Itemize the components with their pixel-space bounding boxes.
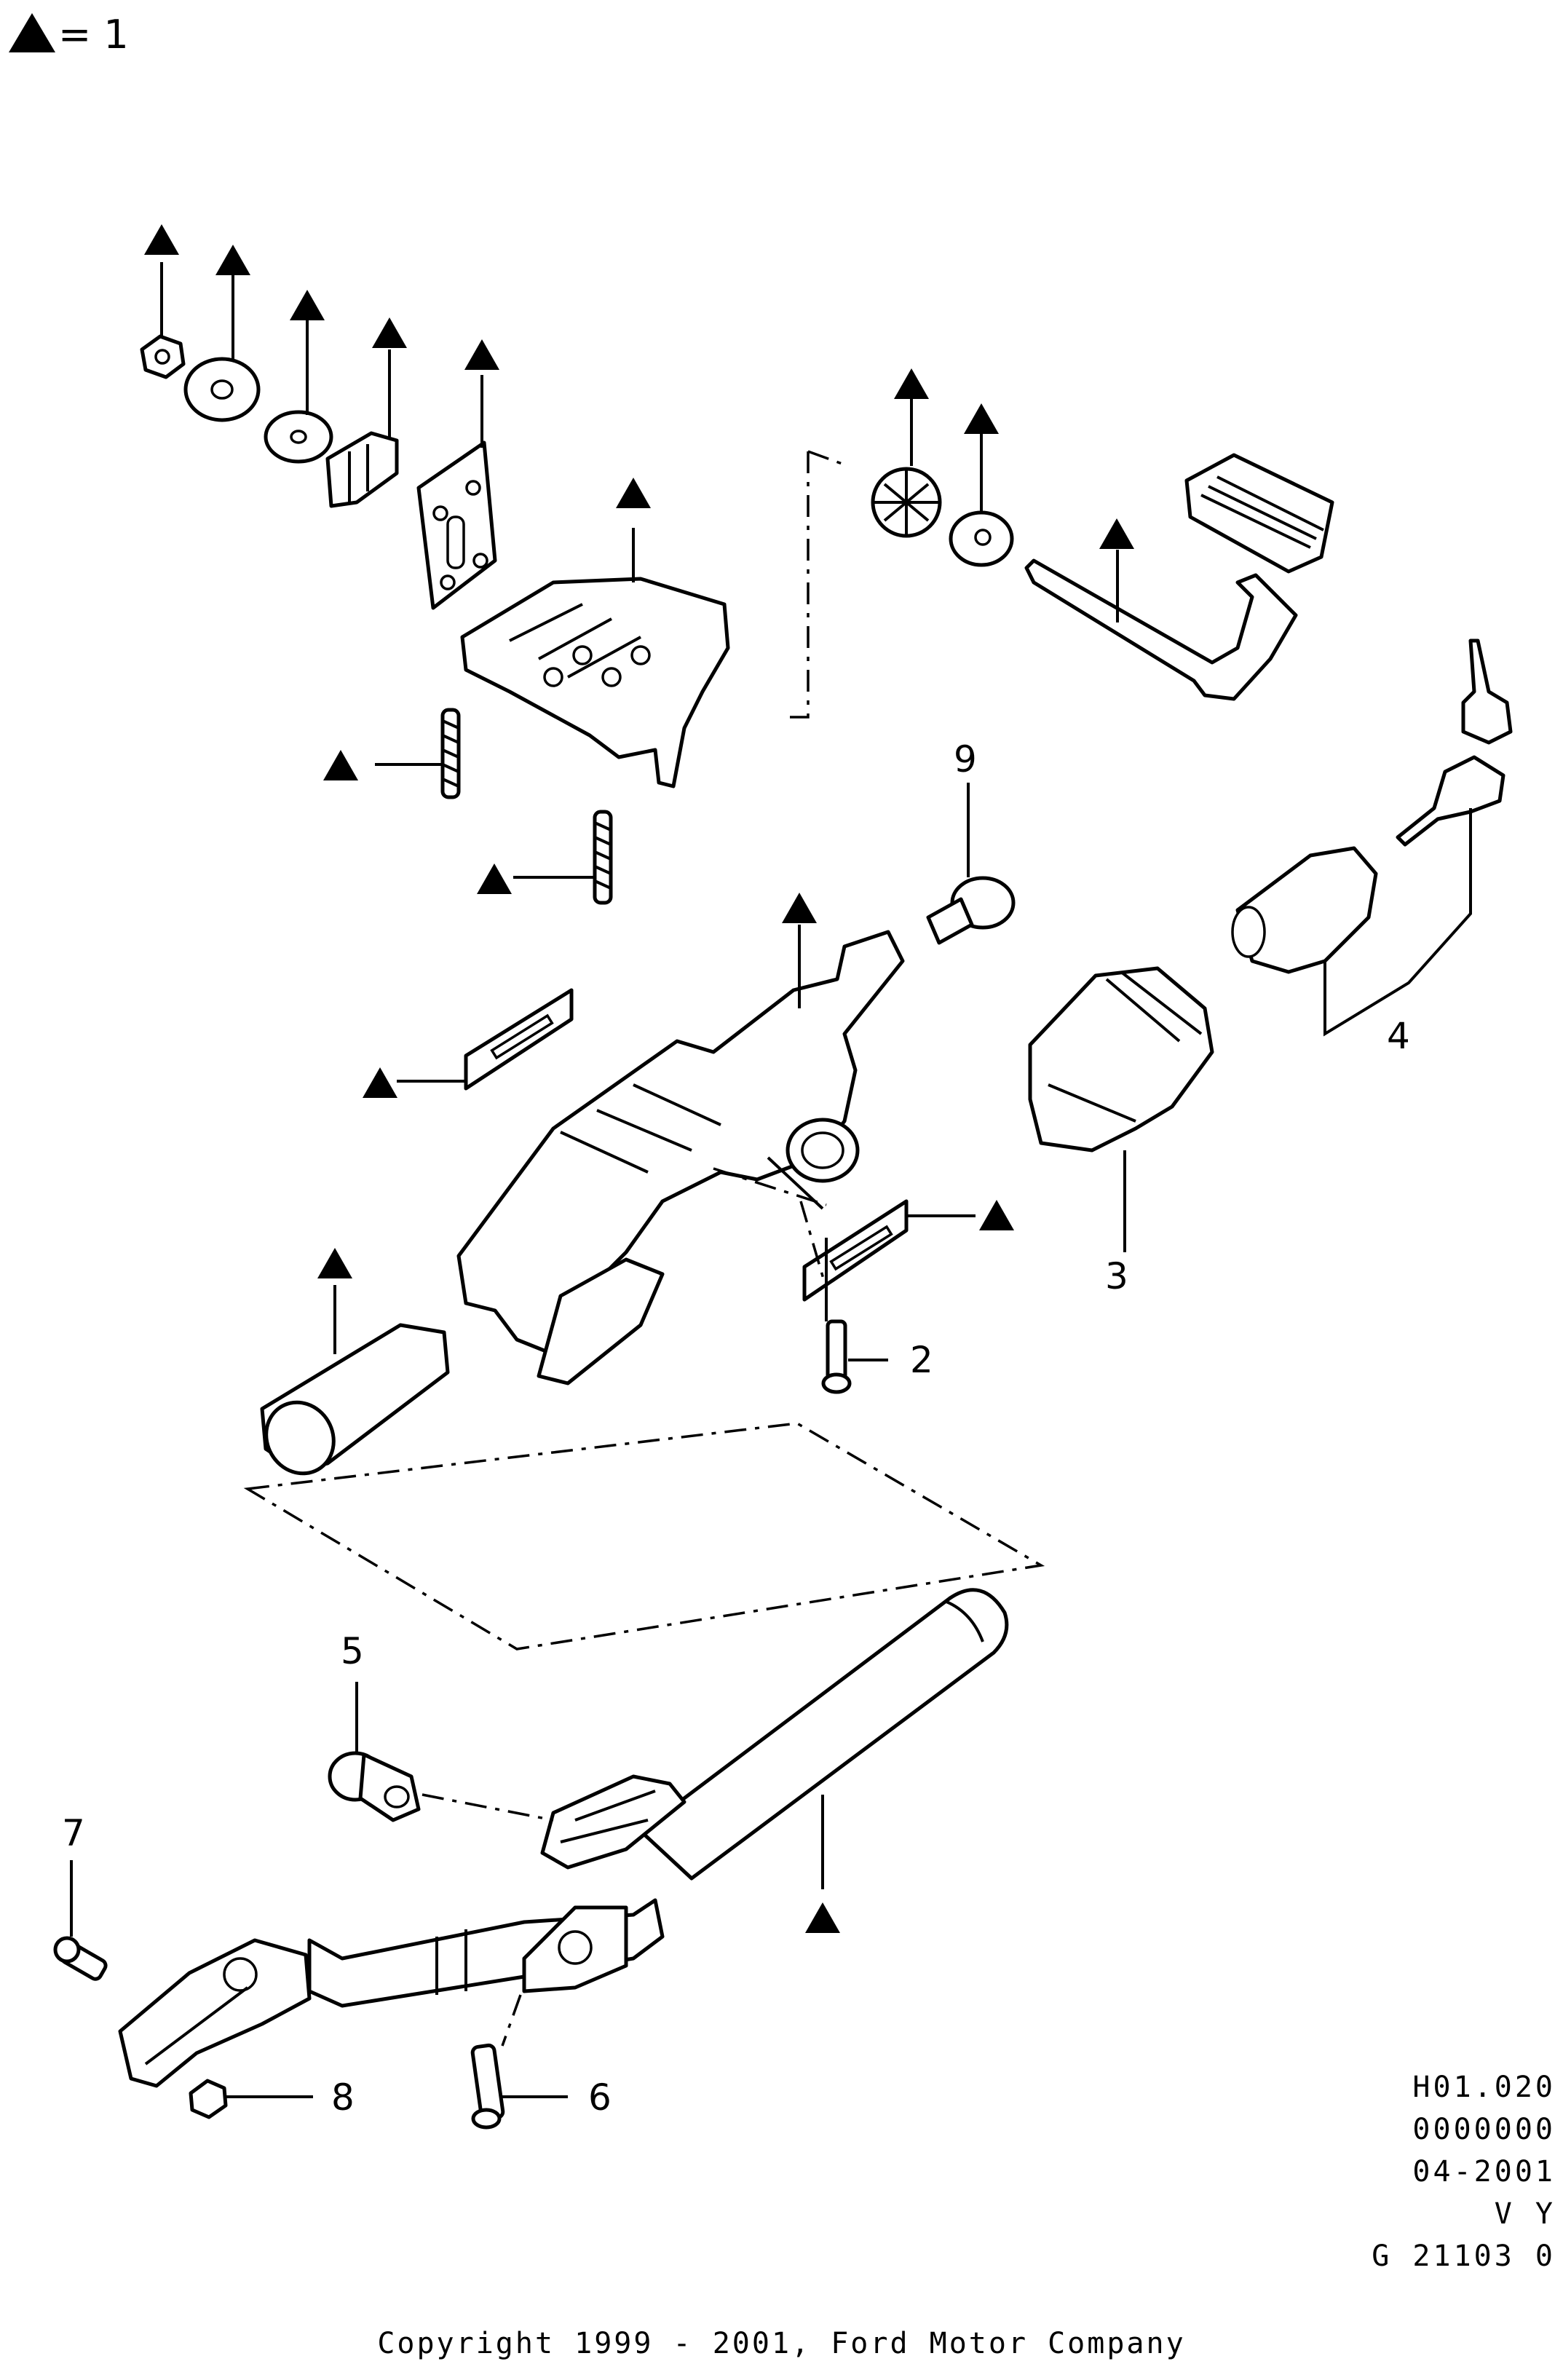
ignition-lock-group: 4 bbox=[1231, 639, 1513, 1057]
marker-triangle-icon bbox=[323, 750, 358, 780]
spring-lower-part bbox=[593, 810, 613, 905]
phantom-outline bbox=[243, 1422, 1045, 1650]
marker-triangle-icon bbox=[215, 245, 250, 275]
legend-triangle-icon bbox=[9, 13, 55, 52]
coupling-5-part bbox=[328, 1751, 421, 1822]
bracket-hardware-group bbox=[140, 262, 730, 905]
marker-triangle-icon bbox=[964, 403, 999, 434]
reference-drawing-id: G 21103 0 bbox=[1372, 2239, 1556, 2273]
marker-triangle-icon bbox=[477, 863, 512, 894]
lock-cylinder-part bbox=[1235, 846, 1378, 974]
callout-4-label: 4 bbox=[1387, 1015, 1410, 1057]
column-tube-part bbox=[638, 1588, 1009, 1881]
legend-markers bbox=[144, 224, 1134, 1933]
callout-8-label: 8 bbox=[331, 2076, 355, 2119]
reference-number: 0000000 bbox=[1412, 2113, 1556, 2146]
marker-triangle-icon bbox=[979, 1200, 1014, 1230]
marker-triangle-icon bbox=[363, 1067, 397, 1098]
ignition-switch-part bbox=[1028, 966, 1214, 1153]
column-bracket-part bbox=[460, 577, 730, 788]
marker-triangle-icon bbox=[616, 478, 651, 508]
reference-code: H01.020 bbox=[1412, 2071, 1556, 2104]
nut-8-part bbox=[189, 2079, 228, 2119]
marker-triangle-icon bbox=[805, 1902, 840, 1933]
pin-6-part bbox=[470, 2043, 505, 2130]
copyright-notice: Copyright 1999 - 2001, Ford Motor Compan… bbox=[377, 2327, 1186, 2360]
marker-triangle-icon bbox=[464, 339, 499, 370]
marker-triangle-icon bbox=[372, 317, 407, 348]
legend-text: = 1 bbox=[58, 12, 129, 58]
tube-bracket-part bbox=[540, 1774, 686, 1870]
column-mount-tab-part bbox=[537, 1257, 665, 1385]
marker-triangle-icon bbox=[144, 224, 179, 255]
callout-9-label: 9 bbox=[954, 738, 977, 780]
spring-upper-part bbox=[440, 708, 461, 799]
bolt-2-part bbox=[821, 1319, 852, 1394]
marker-triangle-icon bbox=[894, 368, 929, 399]
marker-triangle-icon bbox=[782, 893, 817, 923]
legend: = 1 bbox=[9, 12, 129, 58]
callout-2-label: 2 bbox=[910, 1339, 933, 1381]
reference-date: 04-2001 bbox=[1412, 2155, 1556, 2189]
callout-7-label: 7 bbox=[62, 1812, 85, 1854]
bolt-9-part bbox=[926, 876, 1016, 945]
key-lower-part bbox=[1396, 755, 1505, 847]
brake-pedal-part bbox=[1024, 558, 1298, 701]
callout-6-label: 6 bbox=[588, 2076, 612, 2119]
pedal-assembly-group bbox=[790, 375, 1334, 719]
ignition-switch-group: 3 bbox=[1028, 966, 1214, 1297]
clip-part bbox=[325, 431, 399, 508]
lower-column-group: 7 8 5 6 bbox=[53, 1588, 1009, 2130]
pedal-pad-part bbox=[1184, 453, 1334, 574]
reference-block: H01.020 0000000 04-2001 V Y G 21103 0 bbox=[1366, 2066, 1556, 2277]
marker-triangle-icon bbox=[1099, 518, 1134, 549]
marker-triangle-icon bbox=[317, 1248, 352, 1278]
bolt-7-part bbox=[53, 1936, 108, 1981]
callout-3-label: 3 bbox=[1105, 1255, 1128, 1297]
upper-column-group: 9 2 bbox=[260, 738, 1016, 1476]
callout-5-label: 5 bbox=[341, 1630, 364, 1672]
marker-triangle-icon bbox=[290, 290, 325, 320]
reference-variant: V Y bbox=[1494, 2197, 1556, 2231]
key-upper-part bbox=[1461, 639, 1513, 745]
